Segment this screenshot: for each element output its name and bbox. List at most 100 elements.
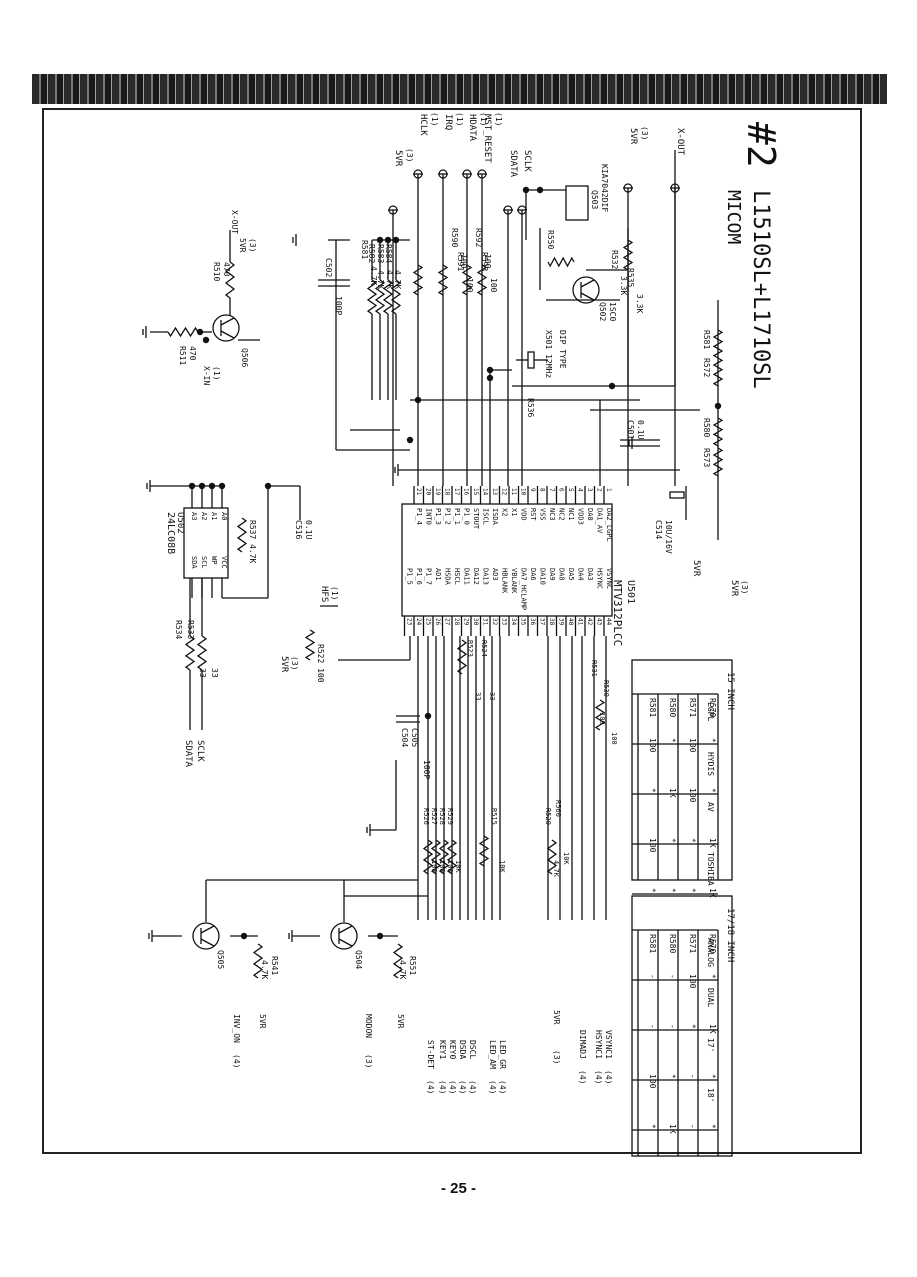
- page-number: - 25 -: [440, 1180, 476, 1197]
- resistor-r59x: [461, 264, 473, 296]
- transistor-collector: [200, 925, 215, 934]
- mcu-pin-number: 36: [529, 618, 536, 626]
- top-signal-label: 5VR: [628, 128, 638, 145]
- table-17-18-inch-cell: -: [648, 1024, 657, 1029]
- res-mid-ref: R560: [554, 800, 562, 817]
- table-15-inch-title: 15 INCH: [725, 672, 735, 710]
- res-r537-label: R537 4.7K: [248, 520, 257, 564]
- q503-body: [565, 185, 589, 221]
- bottom-signal-ref: (4): [438, 1080, 447, 1094]
- bottom-signal-label: 5VR: [258, 1014, 267, 1029]
- res-r533-ref: R533: [186, 620, 195, 639]
- mcu-pin-name: DA6: [529, 568, 537, 581]
- mcu-pin-number: 25: [425, 618, 432, 626]
- mcu-pin-name: HSCL: [453, 568, 461, 585]
- table-17-18-inch-cell: *: [708, 974, 717, 979]
- eeprom-pin-name: VCC: [220, 556, 228, 569]
- bottom-signal-label: DSCL: [468, 1040, 477, 1059]
- res-top-value: 100: [459, 254, 468, 269]
- table-17-18-inch-row-ref: R571: [688, 934, 697, 953]
- res-top-ref: R581: [360, 240, 369, 259]
- res-mid-ref: R530: [602, 680, 610, 697]
- junction-dot: [414, 396, 422, 404]
- mcu-pin-name: P1_4: [415, 508, 423, 525]
- res-mid-ref: R528: [438, 808, 446, 825]
- table-17-18-inch-cell: *: [668, 1074, 677, 1079]
- eeprom-pin-name: A3: [190, 512, 198, 520]
- mcu-pin-name: DA7_HCLAMP: [520, 568, 528, 610]
- title-block: #2 L1510SL+L1710SL MICOM: [723, 122, 783, 389]
- resistor-r515: [478, 835, 490, 867]
- mcu-pin-name: DA8: [558, 568, 566, 581]
- mcu-pin-name: NC3: [548, 508, 556, 521]
- mcu-pin-number: 44: [605, 618, 612, 626]
- resistor-r533-r534: [184, 635, 196, 671]
- res-top-value: 3.3K: [635, 294, 644, 313]
- table-15-inch-row-ref: R570: [708, 698, 717, 717]
- res-r541-ref: R541: [270, 956, 279, 975]
- res-right-ref: R572: [702, 358, 711, 377]
- table-17-18-inch-cell: 100: [688, 974, 697, 989]
- mcu-pin-number: 27: [444, 618, 451, 626]
- table-17-18-inch-row-ref: R580: [668, 934, 677, 953]
- mcu-pin-name: P1_1: [453, 508, 461, 525]
- cap-c516-ref: C516: [294, 520, 303, 539]
- mcu-pin-number: 1: [605, 488, 612, 492]
- mcu-pin-name: P1_6: [415, 568, 423, 585]
- mcu-part-label: MTV312PLCC: [611, 580, 624, 646]
- res-mid-ref: R531: [590, 660, 598, 677]
- mcu-pin-number: 42: [586, 618, 593, 626]
- table-15-inch-col-header: TOSHIBA: [706, 852, 715, 886]
- res-mid-value: 100: [438, 860, 446, 873]
- mcu-pin-number: 28: [453, 618, 460, 626]
- mcu-pin-name: ISDA: [491, 508, 499, 526]
- q503-ref: Q503: [590, 190, 599, 209]
- res-r551-ref: R551: [408, 956, 417, 975]
- transistor-emitter: [200, 938, 215, 947]
- mcu-pin-number: 32: [491, 618, 498, 626]
- resistor-r526-r529: [430, 839, 442, 875]
- bottom-signal-label: ST-DET: [426, 1040, 435, 1069]
- mcu-pin-name: ISCL: [482, 508, 490, 525]
- mcu-pin-name: RST: [529, 508, 537, 521]
- table-17-18-inch-col-header: DUAL: [706, 988, 715, 1007]
- res-mid-value: 100: [598, 712, 606, 725]
- mid-signal-ref: (3): [290, 656, 299, 670]
- mcu-pin-name: NC1: [567, 508, 575, 521]
- mcu-pin-number: 43: [596, 618, 603, 626]
- table-17-18-inch-cell: 100: [648, 1074, 657, 1089]
- mcu-pin-name: NC2: [558, 508, 566, 521]
- mid-signal-label: 5VR: [279, 656, 289, 673]
- mcu-pin-number: 26: [434, 618, 441, 626]
- table-17-18-inch-cell: -: [668, 974, 677, 979]
- res-mid-ref: R529: [446, 808, 454, 825]
- junction-dot: [406, 436, 414, 444]
- resistor-right-bank: [712, 357, 724, 387]
- junction-dot: [714, 402, 722, 410]
- mcu-pin-number: 33: [501, 618, 508, 626]
- top-signal-label: SDATA: [508, 150, 518, 178]
- q504-transistor: [330, 922, 358, 950]
- eeprom-name: 24LC08B: [165, 512, 176, 554]
- res-top-ref: R592: [474, 228, 483, 247]
- resistor-r526-r529: [422, 839, 434, 875]
- table-17-18-inch-row-ref: R570: [708, 934, 717, 953]
- top-signal-label: SCLK: [522, 150, 532, 172]
- table-15-inch-table: 15 INCHLGPLHYDISAVTOSHIBAR570**1K1KR5711…: [631, 659, 735, 898]
- mcu-pin-name: X1: [510, 508, 518, 516]
- table-15-inch-cell: 1K: [708, 888, 717, 898]
- left-column-label: R510: [212, 262, 221, 281]
- cap-c501-ref: C501: [626, 420, 635, 439]
- resistor-r550: [547, 256, 575, 268]
- mcu-pin-number: 37: [539, 618, 546, 626]
- bottom-signal-label: LED_AM: [488, 1040, 497, 1069]
- eeprom-pin-name: SDA: [190, 556, 198, 569]
- mcu-pin-name: DA2_LGPL: [605, 508, 613, 542]
- mcu-pin-number: 7: [548, 488, 555, 492]
- mcu-pin-name: P1_5: [406, 568, 414, 585]
- left-column-ref: 470: [188, 346, 197, 361]
- res-r522-label: R522 100: [316, 644, 325, 683]
- cap-c501-value: 0.1U: [636, 420, 645, 439]
- mcu-5vr-label: 5VR: [691, 560, 701, 577]
- bottom-signal-ref: (4): [578, 1070, 587, 1084]
